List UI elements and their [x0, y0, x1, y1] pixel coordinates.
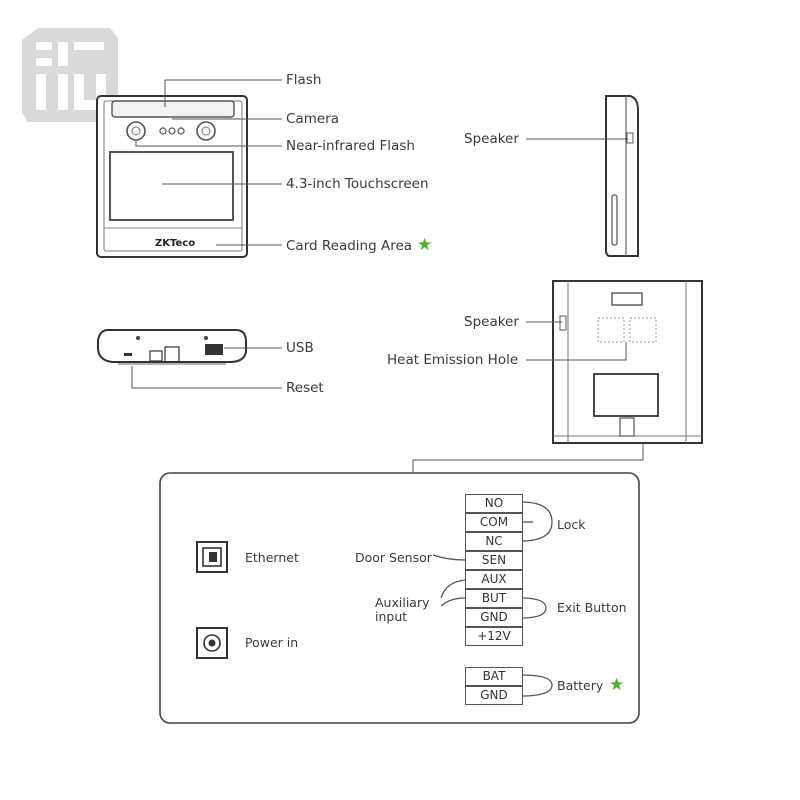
terminal-com: COM — [465, 513, 523, 532]
terminal-but: BUT — [465, 589, 523, 608]
label-door-sensor: Door Sensor — [355, 550, 432, 565]
terminal-brackets — [432, 501, 553, 697]
label-battery: Battery — [557, 678, 604, 693]
label-usb: USB — [286, 340, 314, 356]
device-side-view — [605, 95, 639, 257]
label-exit-button: Exit Button — [557, 600, 627, 615]
star-icon: ★ — [609, 675, 625, 695]
label-power-in: Power in — [245, 635, 299, 650]
terminal-gnd-battery: GND — [465, 686, 523, 705]
label-nir-flash: Near-infrared Flash — [286, 138, 415, 154]
terminal-aux: AUX — [465, 570, 523, 589]
terminal-gnd: GND — [465, 608, 523, 627]
label-reset: Reset — [286, 380, 324, 396]
logo-watermark — [22, 28, 118, 122]
ethernet-port-icon — [196, 541, 228, 573]
label-speaker-side: Speaker — [464, 131, 519, 147]
brand-logo-text: ZKTeco — [155, 238, 195, 249]
label-lock: Lock — [557, 517, 586, 532]
star-icon: ★ — [417, 235, 433, 255]
terminal-no: NO — [465, 494, 523, 513]
label-heat-emission-hole: Heat Emission Hole — [387, 352, 519, 368]
label-speaker-back: Speaker — [464, 314, 519, 330]
device-bottom-view — [97, 329, 247, 365]
terminal-sen: SEN — [465, 551, 523, 570]
label-touchscreen: 4.3-inch Touchscreen — [286, 176, 429, 192]
label-ethernet: Ethernet — [245, 550, 299, 565]
terminal-12v: +12V — [465, 627, 523, 646]
label-auxiliary-line1: Auxiliary — [375, 595, 430, 610]
label-camera: Camera — [286, 111, 339, 127]
device-front-view — [96, 95, 248, 258]
label-flash: Flash — [286, 72, 322, 88]
label-auxiliary-line2: input — [375, 609, 408, 624]
device-back-view — [552, 280, 703, 444]
power-jack-icon — [196, 627, 228, 659]
callout-lines — [131, 79, 644, 472]
terminal-bat: BAT — [465, 667, 523, 686]
label-card-reading-area: Card Reading Area — [286, 238, 413, 254]
terminal-nc: NC — [465, 532, 523, 551]
